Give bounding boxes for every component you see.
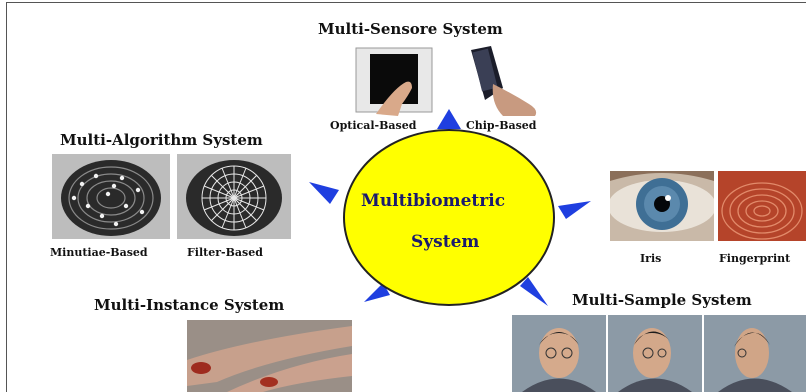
optical-based-label: Optical-Based — [330, 119, 417, 132]
filter-fingerprint-image — [177, 154, 291, 239]
multi-algorithm-title: Multi-Algorithm System — [60, 131, 263, 149]
face-sample-three-quarter — [608, 315, 702, 392]
fingerprint-skin-image — [718, 171, 806, 241]
arrow-to-multi-algorithm — [309, 182, 339, 204]
fingers-image — [187, 320, 352, 392]
arrow-to-multi-instance — [364, 283, 390, 302]
arrow-to-multi-sample — [520, 277, 548, 306]
center-title-line1: Multibiometric — [361, 191, 506, 211]
iris-image — [610, 171, 714, 241]
multi-sample-title: Multi-Sample System — [572, 291, 752, 309]
fingerprint-label: Fingerprint — [719, 252, 791, 265]
multi-sensor-title: Multi-Sensore System — [318, 20, 503, 38]
face-sample-profile — [704, 315, 806, 392]
face-sample-front — [512, 315, 606, 392]
iris-label: Iris — [640, 252, 662, 265]
filter-based-label: Filter-Based — [187, 246, 263, 259]
center-title-line2: System — [411, 232, 480, 252]
minutiae-fingerprint-image — [52, 154, 170, 239]
chip-based-label: Chip-Based — [466, 119, 537, 132]
chip-sensor-image — [463, 42, 543, 116]
arrow-to-multimodal — [558, 201, 591, 219]
multibiometric-system-circle: Multibiometric System — [343, 129, 555, 306]
minutiae-based-label: Minutiae-Based — [50, 246, 148, 259]
optical-sensor-image — [346, 44, 441, 116]
multi-instance-title: Multi-Instance System — [94, 296, 285, 314]
arrow-to-multi-sensor — [437, 109, 461, 129]
diagram-frame — [6, 2, 806, 392]
